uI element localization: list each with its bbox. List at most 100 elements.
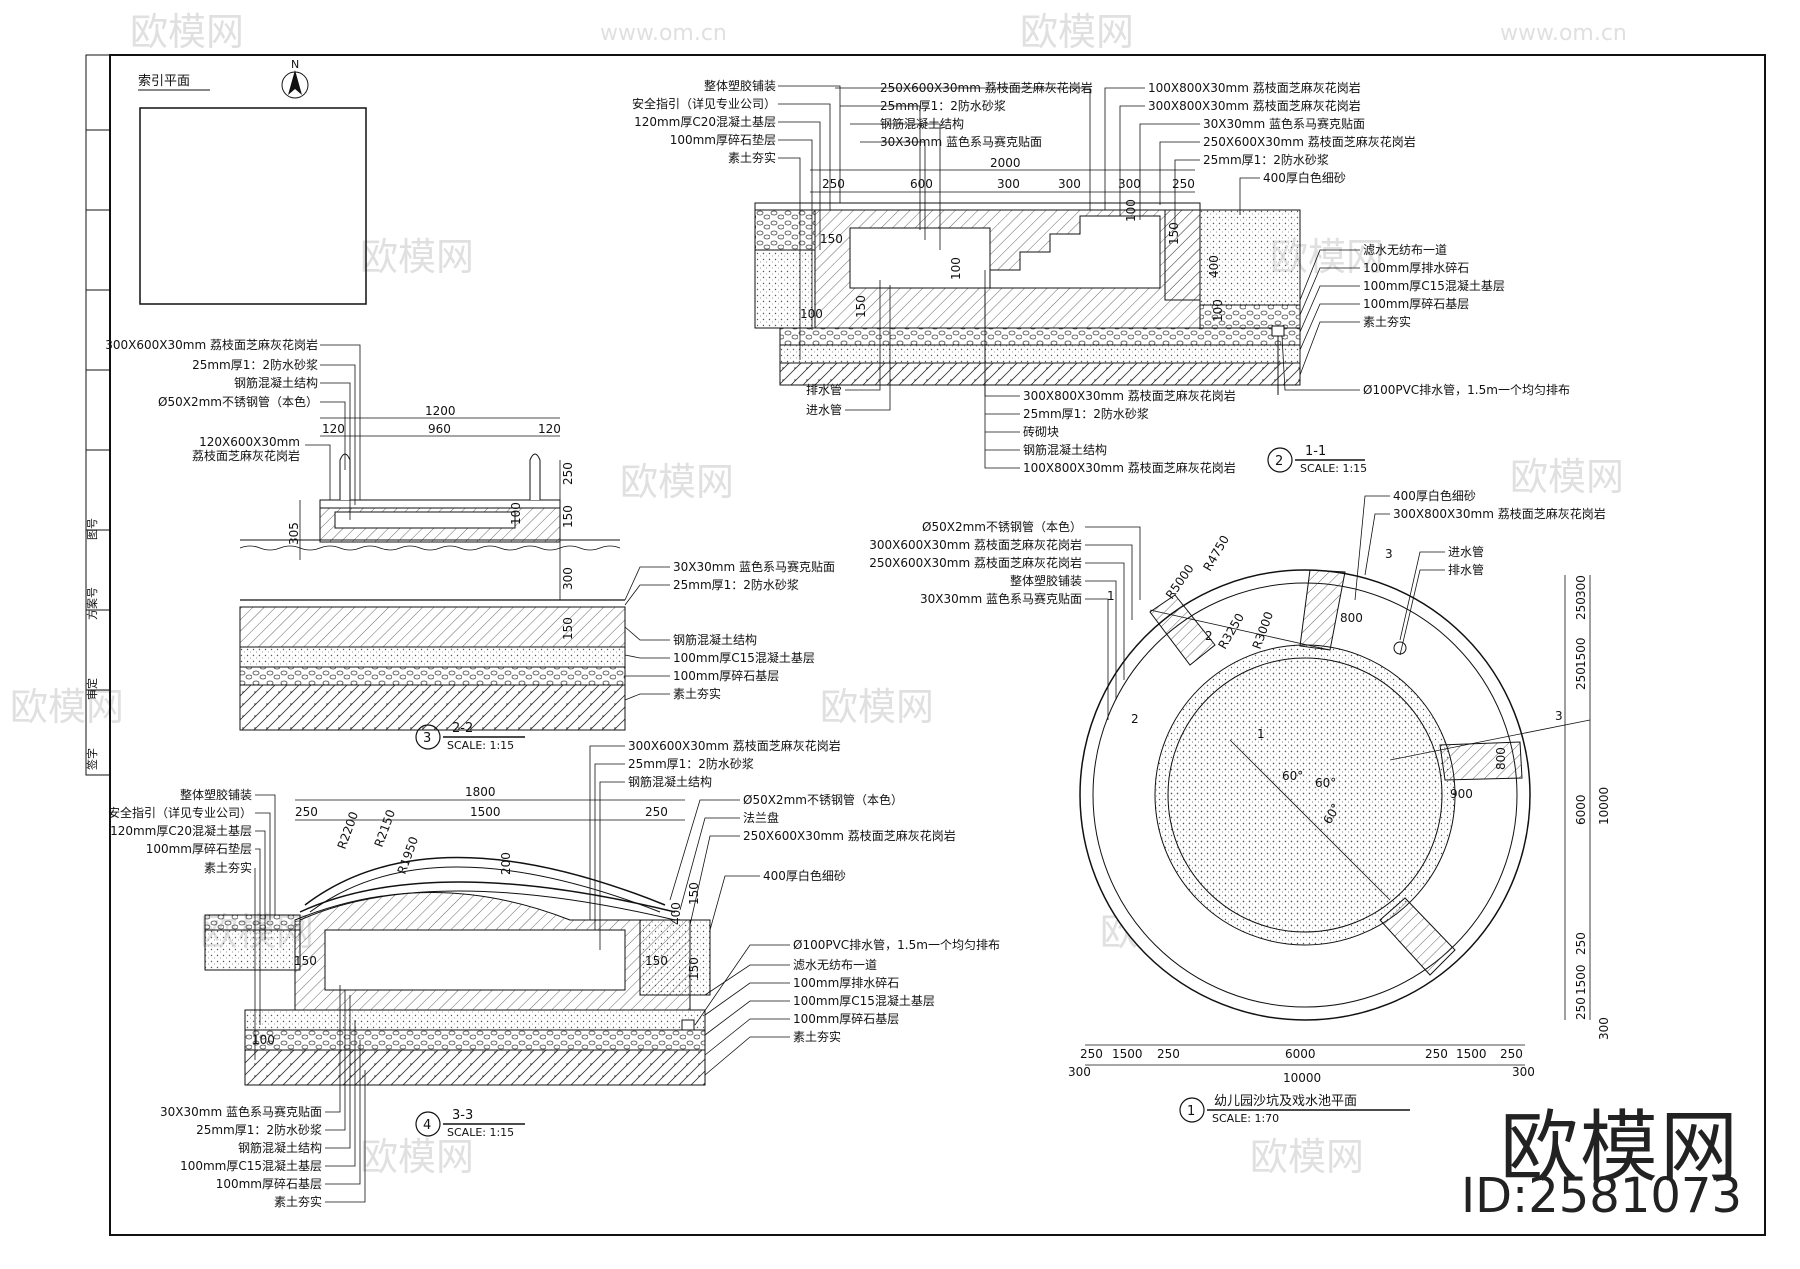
material-label: 滤水无纺布一道 — [1363, 243, 1447, 257]
section-mark: 3 — [1385, 547, 1393, 561]
watermark: 欧模网 — [360, 1135, 474, 1179]
material-label: 安全指引（详见专业公司） — [632, 96, 776, 111]
watermark: 欧模网 — [1510, 455, 1624, 499]
dim-label: 250 — [561, 462, 575, 485]
material-label: 整体塑胶铺装 — [704, 78, 776, 93]
section-mark: 1 — [1257, 727, 1265, 741]
brand-id-text: ID:2581073 — [1460, 1168, 1742, 1224]
material-label: 100X800X30mm 荔枝面芝麻灰花岗岩 — [1148, 80, 1361, 95]
dim-label: 6000 — [1285, 1047, 1316, 1061]
svg-text:SCALE: 1:15: SCALE: 1:15 — [447, 1126, 514, 1139]
material-label: 100mm厚排水碎石 — [1363, 260, 1469, 275]
dim-label: 250 — [1157, 1047, 1180, 1061]
dim-label: 900 — [1450, 787, 1473, 801]
material-label: 100mm厚C15混凝土基层 — [793, 993, 935, 1008]
material-label: 400厚白色细砂 — [763, 868, 846, 883]
title-block-text: 审定 — [85, 678, 99, 700]
watermark: 欧模网 — [820, 685, 934, 729]
dim-label: 150 — [820, 232, 843, 246]
dim-label: 150 — [294, 954, 317, 968]
material-label: 素土夯实 — [728, 150, 776, 165]
dim-label: 250 — [1425, 1047, 1448, 1061]
dim-label: 250 — [1574, 597, 1588, 620]
section-1-1-dims — [810, 169, 1195, 193]
dim-label: 1500 — [1574, 637, 1588, 668]
dim-label: 400 — [669, 902, 683, 925]
north-arrow-icon: N — [281, 58, 309, 99]
dim-label: 250 — [1172, 177, 1195, 191]
title-block-text: 图号 — [86, 518, 99, 540]
material-label: 300X800X30mm 荔枝面芝麻灰花岗岩 — [1023, 388, 1236, 403]
material-label: Ø50X2mm不锈钢管（本色） — [922, 519, 1082, 534]
watermark-layer: 欧模网 www.om.cn 欧模网 www.om.cn 欧模网 欧模网 欧模网 … — [10, 10, 1627, 1179]
material-label: 排水管 — [806, 382, 842, 397]
material-label: 砖砌块 — [1023, 424, 1059, 439]
dim-label: 300 — [1068, 1065, 1091, 1079]
watermark: 欧模网 — [1020, 10, 1134, 54]
dim-label: 120 — [538, 422, 561, 436]
material-label: 100mm厚C15混凝土基层 — [1363, 278, 1505, 293]
material-label: 30X30mm 蓝色系马赛克贴面 — [880, 134, 1042, 149]
svg-text:1: 1 — [1187, 1104, 1195, 1119]
section-2-2 — [239, 453, 626, 731]
svg-text:幼儿园沙坑及戏水池平面: 幼儿园沙坑及戏水池平面 — [1214, 1094, 1357, 1109]
svg-text:SCALE: 1:70: SCALE: 1:70 — [1212, 1112, 1279, 1125]
material-label: 300X800X30mm 荔枝面芝麻灰花岗岩 — [1393, 506, 1606, 521]
material-label: 250X600X30mm 荔枝面芝麻灰花岗岩 — [743, 828, 956, 843]
dim-label: 1500 — [1112, 1047, 1143, 1061]
section-2-2-title: 3 2-2 SCALE: 1:15 — [415, 721, 525, 752]
material-label: 素土夯实 — [204, 860, 252, 875]
dim-label: 1500 — [1456, 1047, 1487, 1061]
watermark: 欧模网 — [130, 10, 244, 54]
section-3-3 — [204, 856, 711, 1086]
dim-label: 250 — [1574, 997, 1588, 1020]
material-label: 钢筋混凝土结构 — [628, 774, 712, 789]
dim-label: 300 — [1512, 1065, 1535, 1079]
dim-label: 400 — [1207, 255, 1221, 278]
material-label: 素土夯实 — [673, 686, 721, 701]
watermark: www.om.cn — [1500, 21, 1627, 46]
dim-label: 250 — [1574, 932, 1588, 955]
material-label: 钢筋混凝土结构 — [234, 375, 318, 390]
sandpit-pool-plan — [1079, 569, 1591, 1021]
index-plan-title: 索引平面 — [138, 74, 190, 89]
watermark: www.om.cn — [600, 21, 727, 46]
material-label: 整体塑胶铺装 — [1010, 573, 1082, 588]
section-1-1-title: 2 1-1 SCALE: 1:15 — [1267, 444, 1367, 475]
material-label: 100mm厚排水碎石 — [793, 975, 899, 990]
dim-label: R2150 — [372, 808, 398, 849]
material-label: 30X30mm 蓝色系马赛克贴面 — [920, 591, 1082, 606]
material-label: Ø100PVC排水管，1.5m一个均匀排布 — [1363, 382, 1570, 397]
dim-label: 6000 — [1574, 794, 1588, 825]
material-label: 30X30mm 蓝色系马赛克贴面 — [160, 1104, 322, 1119]
material-label: Ø100PVC排水管，1.5m一个均匀排布 — [793, 937, 1000, 952]
material-label: 安全指引（详见专业公司） — [108, 805, 252, 820]
material-label: 法兰盘 — [743, 810, 779, 825]
dim-label: 10000 — [1597, 787, 1611, 825]
title-block — [85, 54, 111, 776]
dim-label: 100 — [1211, 299, 1225, 322]
material-label: 250X600X30mm 荔枝面芝麻灰花岗岩 — [1203, 134, 1416, 149]
material-label: 400厚白色细砂 — [1393, 488, 1476, 503]
dim-label: 150 — [645, 954, 668, 968]
material-label: 钢筋混凝土结构 — [880, 116, 964, 131]
brand-logo-text: 欧模网 — [1499, 1103, 1740, 1193]
material-label: 120X600X30mm — [199, 435, 300, 449]
material-label: Ø50X2mm不锈钢管（本色） — [158, 394, 318, 409]
dim-label: 300 — [1058, 177, 1081, 191]
material-label: Ø50X2mm不锈钢管（本色） — [743, 792, 903, 807]
material-label: 整体塑胶铺装 — [180, 787, 252, 802]
dim-label: 100 — [1124, 199, 1138, 222]
material-label: 300X600X30mm 荔枝面芝麻灰花岗岩 — [628, 738, 841, 753]
dim-label: 150 — [561, 617, 575, 640]
dim-label: 100 — [509, 502, 523, 525]
material-label: 100mm厚碎石垫层 — [670, 132, 776, 147]
dim-label: R4750 — [1200, 533, 1232, 574]
dim-label: 300 — [1118, 177, 1141, 191]
dim-label: 1500 — [470, 805, 501, 819]
dim-label: 250 — [822, 177, 845, 191]
svg-text:4: 4 — [423, 1118, 431, 1133]
material-label: 30X30mm 蓝色系马赛克贴面 — [1203, 116, 1365, 131]
material-label: 100mm厚碎石基层 — [673, 668, 779, 683]
